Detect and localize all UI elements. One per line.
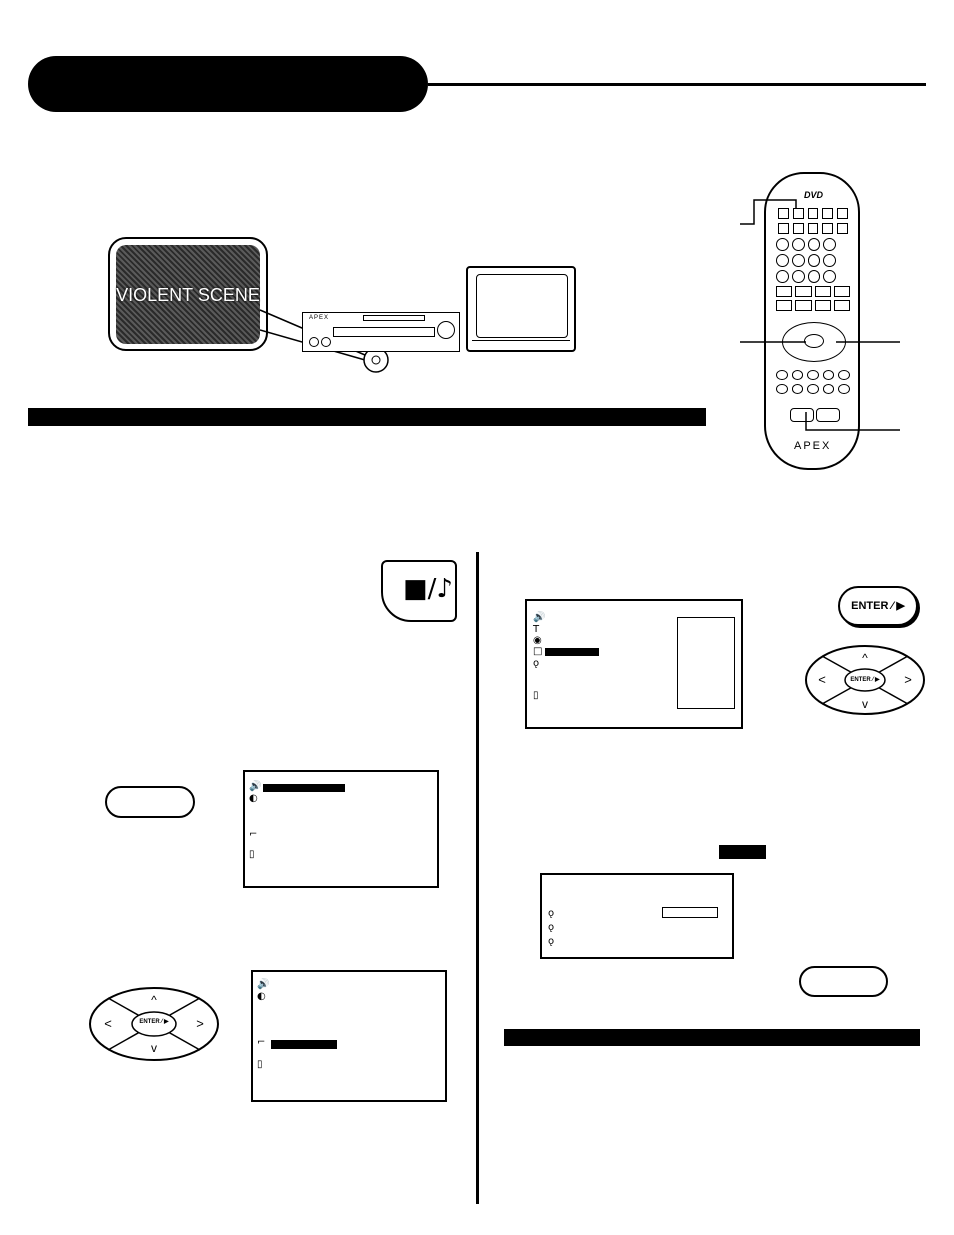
dpad-left-center-label: ENTER ⁄ ▶ (139, 1019, 169, 1025)
menu-screen-2: 🔊 ◐ ⌐ ▯ (251, 970, 447, 1102)
stop-symbol: ■/♪ (403, 574, 453, 604)
key-icon: ǫ (548, 936, 555, 947)
stop-button[interactable]: ■/♪ (381, 560, 457, 622)
key-icon: ⌐ (257, 1037, 266, 1048)
section-title-pill (28, 56, 428, 112)
svg-text:^: ^ (151, 993, 157, 1007)
section-bar-2 (504, 1029, 920, 1046)
menu-highlight (545, 648, 599, 656)
title-rule (428, 83, 926, 86)
enter-button[interactable]: ENTER ⁄ ▶ (838, 586, 918, 626)
door-icon: ▯ (257, 1059, 263, 1070)
dpad-right-center-label: ENTER ⁄ ▶ (850, 677, 880, 683)
key-icon: ǫ (548, 922, 555, 933)
speaker-icon: 🔊 (249, 781, 262, 792)
remote-brand: APEX (794, 440, 832, 452)
svg-text:v: v (151, 1041, 157, 1055)
svg-text:>: > (904, 672, 912, 687)
enter-label: ENTER ⁄ ▶ (851, 600, 905, 612)
key-icon: ⌐ (249, 829, 258, 840)
key-icon: ǫ (533, 658, 540, 669)
dpad-right[interactable]: ^ v < > (804, 644, 926, 716)
menu-screen-4: ǫ ǫ ǫ (540, 873, 734, 959)
section-bar-1 (28, 408, 706, 426)
oval-button-left[interactable] (105, 786, 195, 818)
disc-icon: ◉ (533, 635, 542, 646)
remote-pointer-lines (740, 199, 900, 431)
menu-screen-3: 🔊 T ◉ □ ǫ ▯ (525, 599, 743, 729)
column-divider (476, 552, 479, 1204)
tv-icon: T (533, 624, 540, 635)
menu-screen-1: 🔊 ◐ ⌐ ▯ (243, 770, 439, 888)
disc-icon: ◐ (249, 793, 258, 804)
svg-text:<: < (104, 1016, 112, 1031)
svg-text:>: > (196, 1016, 204, 1031)
svg-text:<: < (818, 672, 826, 687)
menu-highlight (263, 784, 345, 792)
square-icon: □ (533, 646, 543, 657)
disc-icon: ◐ (257, 991, 266, 1002)
scene-noise-panel: VIOLENT SCENE (116, 245, 260, 344)
remote-logo: DVD (804, 190, 824, 200)
oval-button-right[interactable] (799, 966, 888, 997)
speaker-icon: 🔊 (533, 612, 546, 623)
remote-control: DVD APEX (764, 172, 860, 470)
key-icon: ǫ (548, 908, 555, 919)
dpad-left[interactable]: ^ v < > (88, 986, 220, 1062)
submenu-box (677, 617, 735, 709)
door-icon: ▯ (249, 849, 255, 860)
dvd-brand: APEX (309, 315, 330, 321)
door-icon: ▯ (533, 690, 539, 701)
speaker-icon: 🔊 (257, 979, 270, 990)
selection-box (662, 907, 718, 918)
svg-text:v: v (862, 697, 868, 711)
menu-highlight (271, 1040, 337, 1049)
scene-label: VIOLENT SCENE (116, 285, 260, 305)
dvd-player: APEX (302, 312, 460, 352)
television (466, 266, 576, 352)
svg-text:^: ^ (862, 651, 868, 665)
black-tag (719, 845, 766, 859)
